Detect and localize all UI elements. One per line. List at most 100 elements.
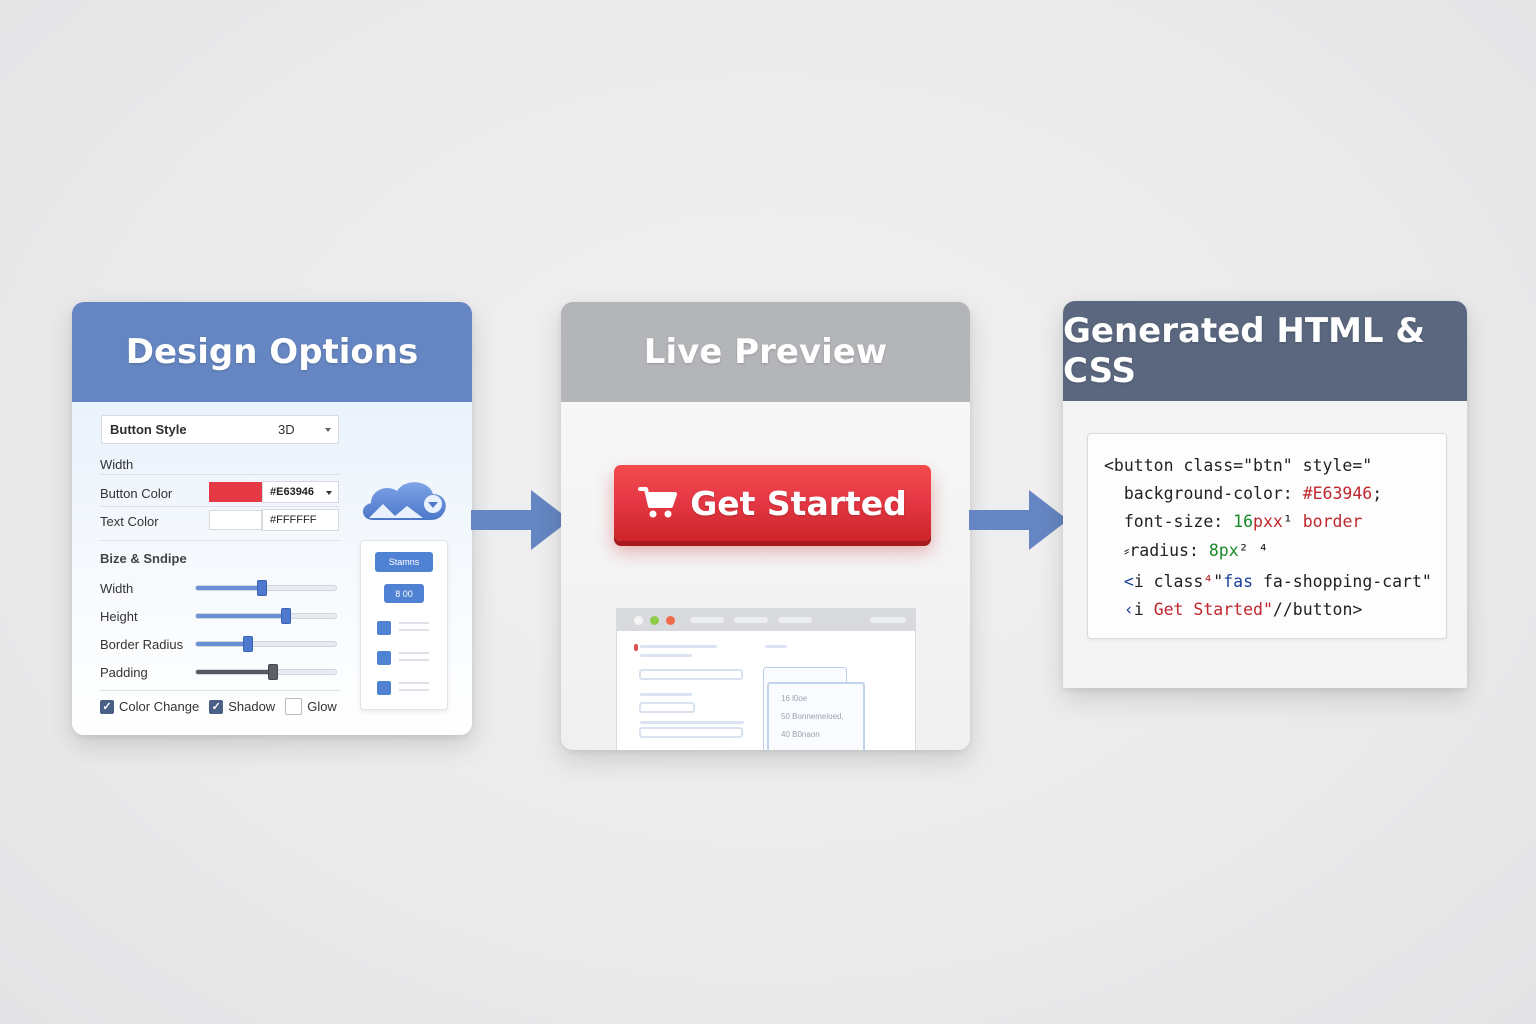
slider-label-width: Width <box>100 581 134 596</box>
button-color-hex-select[interactable]: #E63946 <box>262 481 339 503</box>
design-options-title: Design Options <box>72 302 472 402</box>
slider-thumb[interactable] <box>256 580 267 596</box>
button-style-value: 3D <box>278 422 295 437</box>
get-started-label: Get Started <box>690 483 907 523</box>
code-token: i class <box>1133 572 1204 591</box>
content-line <box>640 721 744 724</box>
mini-checkbox[interactable] <box>377 681 391 695</box>
mini-line <box>399 622 429 624</box>
code-line: font-size: 16pxx¹ border <box>1104 512 1362 531</box>
slider-label-height: Height <box>100 609 138 624</box>
check-icon: ✓ <box>209 699 224 714</box>
live-preview-panel: Live Preview Get Started <box>561 302 970 750</box>
code-token: fas <box>1223 572 1254 591</box>
checkbox-label: Color Change <box>119 699 200 714</box>
mini-line <box>399 689 429 691</box>
code-line: <button class="btn" style=" <box>1104 456 1372 475</box>
text-color-hex-input[interactable]: #FFFFFF <box>262 509 339 531</box>
cloud-icon <box>362 482 446 520</box>
generated-code-panel: Generated HTML & CSS <button class="btn"… <box>1063 301 1467 688</box>
code-token: ⁴ <box>1203 572 1214 591</box>
code-token: " <box>1213 572 1224 591</box>
slider-thumb[interactable] <box>268 664 278 680</box>
code-token <box>1104 600 1124 619</box>
button-style-select[interactable]: Button Style 3D <box>101 415 339 444</box>
divider <box>100 474 340 475</box>
code-line: ‹i Get Started"//button> <box>1104 600 1362 619</box>
mini-button-primary[interactable]: Stamns <box>375 552 433 572</box>
browser-mockup: 16 l0oe 50 Bonnemeloed, 40 B0naon <box>616 608 916 750</box>
button-style-label: Button Style <box>110 422 187 437</box>
height-slider[interactable] <box>195 608 337 624</box>
mini-checkbox[interactable] <box>377 651 391 665</box>
content-line <box>640 693 692 696</box>
width-slider[interactable] <box>195 580 337 596</box>
content-field <box>639 727 743 738</box>
padding-slider[interactable] <box>195 664 337 680</box>
divider <box>100 690 340 691</box>
width-label: Width <box>100 457 134 472</box>
border-radius-slider[interactable] <box>195 636 337 652</box>
code-block[interactable]: <button class="btn" style=" background-c… <box>1087 433 1447 639</box>
slider-fill <box>196 614 286 618</box>
divider <box>100 540 340 541</box>
slider-label-padding: Padding <box>100 665 148 680</box>
slider-label-border-radius: Border Radius <box>100 637 184 652</box>
code-line: ⸗radius: 8px² ⁴ <box>1104 541 1269 561</box>
content-line <box>765 645 787 648</box>
mini-line <box>399 629 429 631</box>
arrow-right-icon <box>471 490 570 550</box>
slider-fill <box>196 642 248 646</box>
color-change-checkbox[interactable]: ✓ Color Change <box>100 699 199 714</box>
button-color-swatch[interactable] <box>209 482 262 502</box>
code-token: < <box>1123 572 1134 591</box>
mini-line <box>399 659 429 661</box>
code-token: background-color: <box>1104 484 1303 503</box>
mini-button-panel: Stamns 8 00 <box>360 540 448 710</box>
generated-code-title: Generated HTML & CSS <box>1063 301 1467 401</box>
slider-thumb[interactable] <box>280 608 291 624</box>
mini-checkbox[interactable] <box>377 621 391 635</box>
mini-button-secondary[interactable]: 8 00 <box>384 584 424 603</box>
code-token: 8px <box>1208 541 1239 560</box>
glow-checkbox[interactable]: Glow <box>285 698 337 715</box>
text-color-label: Text Color <box>100 514 159 529</box>
text-color-hex: #FFFFFF <box>270 514 317 526</box>
info-card-line: 40 B0naon <box>781 730 820 739</box>
effects-checkboxes: ✓ Color Change ✓ Shadow Glow <box>100 698 347 715</box>
slider-thumb[interactable] <box>242 636 253 652</box>
browser-tab[interactable] <box>778 617 812 623</box>
code-token: ‹ <box>1123 600 1134 619</box>
code-token <box>1104 572 1124 591</box>
window-dot-icon <box>634 616 643 625</box>
content-line <box>640 645 717 648</box>
shadow-checkbox[interactable]: ✓ Shadow <box>209 699 275 714</box>
code-token: fa-shopping-cart" <box>1253 572 1432 591</box>
browser-tab[interactable] <box>870 617 906 623</box>
code-line: background-color: #E63946; <box>1104 484 1382 503</box>
size-section-title: Bize & Sndipe <box>100 551 187 566</box>
code-token: ; <box>1372 484 1383 503</box>
code-token: #E63946 <box>1302 484 1373 503</box>
text-color-swatch[interactable] <box>209 510 262 530</box>
design-options-body: Button Style 3D Width Button Color #E639… <box>72 402 472 735</box>
get-started-button[interactable]: Get Started <box>614 465 931 541</box>
unchecked-box <box>285 698 303 715</box>
button-color-label: Button Color <box>100 486 173 501</box>
info-card: 16 l0oe 50 Bonnemeloed, 40 B0naon <box>767 682 865 750</box>
cursor-mark <box>634 644 638 651</box>
shopping-cart-icon <box>638 486 678 520</box>
checkbox-label: Shadow <box>228 699 276 714</box>
live-preview-title: Live Preview <box>561 302 970 402</box>
slider-fill <box>196 586 262 590</box>
browser-tab[interactable] <box>690 617 724 623</box>
code-token: font-size: <box>1104 512 1234 531</box>
live-preview-body: Get Started 16 l0oe <box>561 402 970 750</box>
window-dot-icon <box>666 616 675 625</box>
info-card-line: 50 Bonnemeloed, <box>781 712 844 721</box>
code-token: 16 <box>1233 512 1254 531</box>
content-field <box>639 702 695 713</box>
slider-fill <box>196 670 273 674</box>
info-card-line: 16 l0oe <box>781 694 808 703</box>
browser-tab[interactable] <box>734 617 768 623</box>
